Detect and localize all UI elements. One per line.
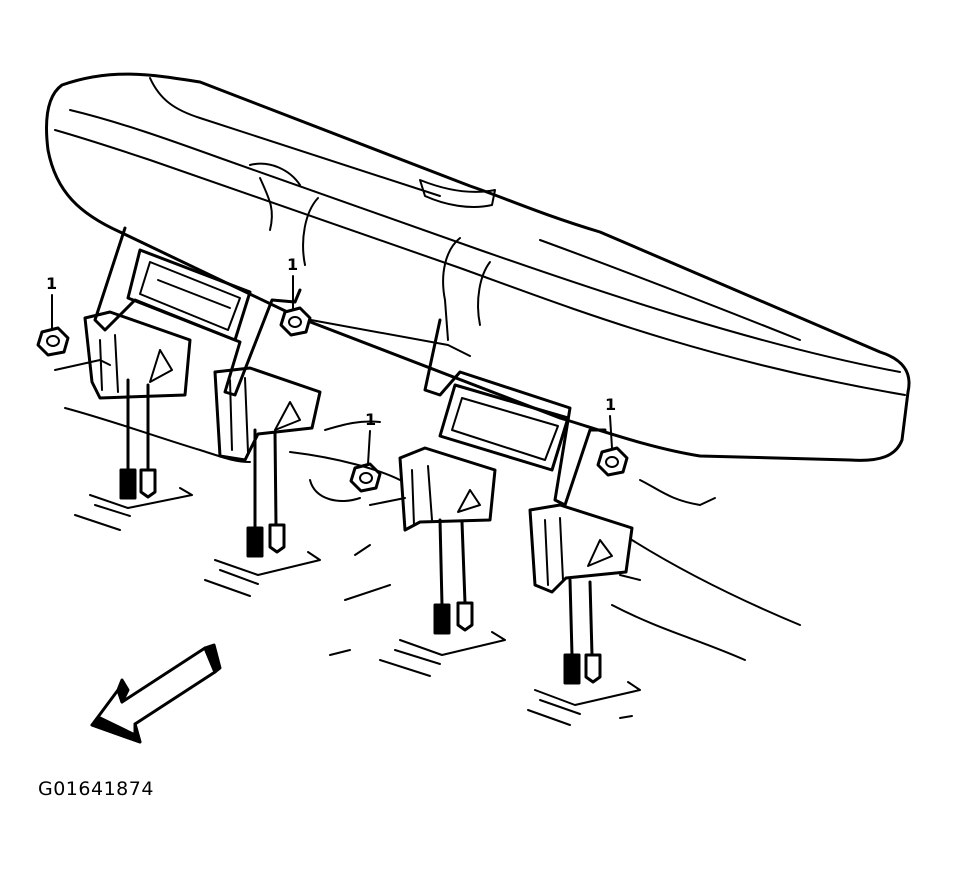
- callout-label: 1: [287, 255, 299, 274]
- vehicle-floor: [64, 407, 801, 726]
- front-direction-arrow-icon: [90, 643, 222, 744]
- seat-cushion: [45, 72, 911, 462]
- callout-label: 1: [46, 274, 58, 293]
- left-seat-riser: [83, 226, 322, 462]
- callout-label: 1: [605, 395, 617, 414]
- retaining-nuts: [36, 306, 629, 493]
- figure-id: G01641874: [38, 778, 154, 800]
- right-seat-riser: [398, 318, 634, 594]
- mounting-studs: [119, 378, 602, 685]
- callout-label: 1: [365, 410, 377, 429]
- callout-leaders: [51, 275, 613, 506]
